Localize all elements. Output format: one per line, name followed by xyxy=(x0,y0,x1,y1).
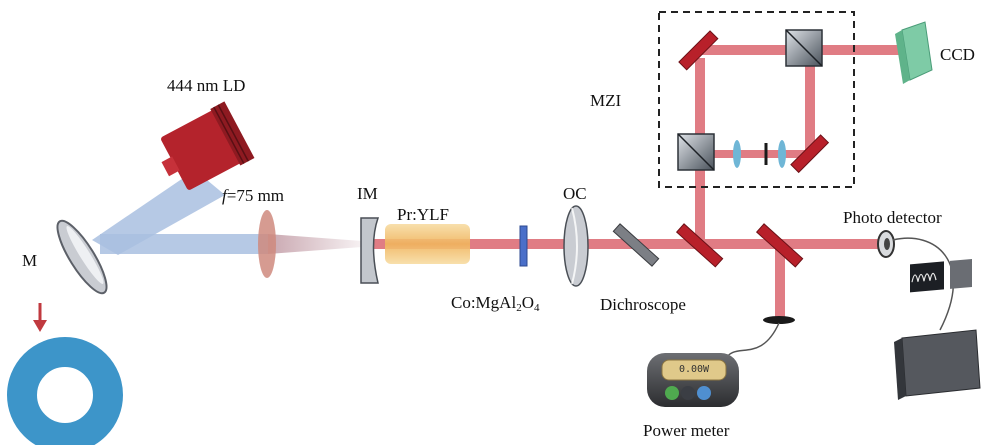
input-mirror-label: IM xyxy=(357,184,378,203)
saturable-absorber-label: Co:MgAl2O4 xyxy=(451,294,539,314)
laser-beam xyxy=(362,45,910,320)
mzi-label: MZI xyxy=(590,91,622,110)
absorber-part-2: O xyxy=(521,293,534,312)
dichroscope-label: Dichroscope xyxy=(600,295,686,314)
absorber-sub-2: 4 xyxy=(533,302,540,314)
lens-focal-label: f=75 mm xyxy=(222,187,284,204)
ccd-label: CCD xyxy=(940,45,975,64)
focal-length-symbol: f xyxy=(222,186,227,205)
input-mirror xyxy=(360,217,380,284)
focusing-lens xyxy=(258,210,276,278)
mzi-box xyxy=(658,11,855,188)
mzi-lens-pair xyxy=(733,140,786,168)
absorber-sub-1: 2 xyxy=(516,302,522,314)
arrow-down-icon xyxy=(33,303,47,332)
oscilloscope xyxy=(894,258,981,400)
power-meter-label: Power meter xyxy=(643,421,730,440)
dichroscope-mirror xyxy=(612,223,660,267)
dichroic-mirrors xyxy=(675,30,830,268)
beam-splitter-cubes xyxy=(677,29,823,171)
focal-length-value: =75 mm xyxy=(226,186,285,205)
laser-diode-label: 444 nm LD xyxy=(167,76,246,95)
saturable-absorber xyxy=(519,225,528,267)
gain-crystal-label: Pr:YLF xyxy=(397,205,449,224)
photo-detector-label: Photo detector xyxy=(843,208,942,227)
output-coupler xyxy=(563,205,589,287)
gain-crystal xyxy=(385,224,470,264)
photo-detector xyxy=(877,230,955,331)
power-meter-reading: 0.00W xyxy=(678,364,710,375)
mirror-m xyxy=(56,219,108,295)
laser-diode xyxy=(161,101,255,190)
absorber-part-1: Co:MgAl xyxy=(451,293,517,312)
donut-ring-icon xyxy=(7,337,123,445)
pump-beam xyxy=(92,170,362,255)
power-meter xyxy=(647,316,795,407)
output-coupler-label: OC xyxy=(563,184,587,203)
ccd-camera xyxy=(895,21,933,84)
mirror-label: M xyxy=(22,251,38,270)
